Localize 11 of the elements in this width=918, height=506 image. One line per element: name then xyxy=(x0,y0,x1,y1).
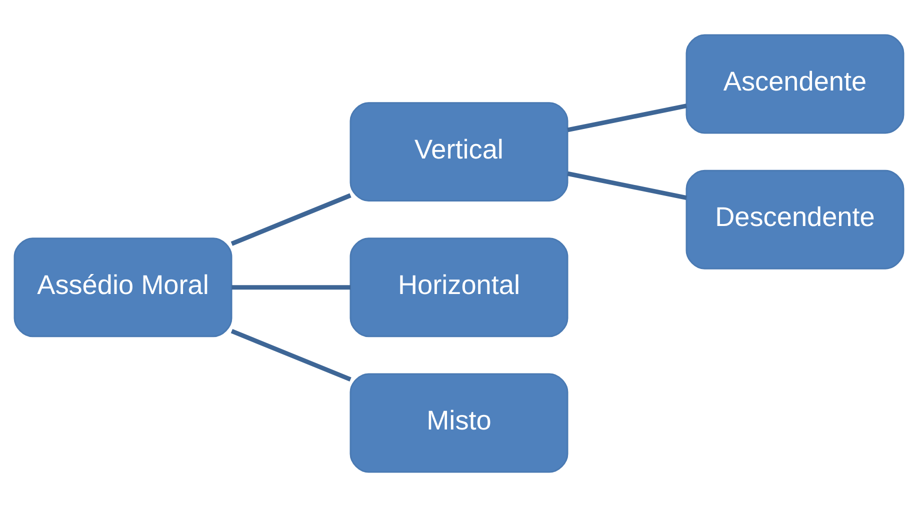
node-box: Horizontal xyxy=(350,237,568,337)
connector xyxy=(230,328,352,382)
node-box: Ascendente xyxy=(686,34,904,134)
connector xyxy=(567,103,687,132)
node-box: Misto xyxy=(350,372,568,472)
node-box: Vertical xyxy=(350,102,568,202)
node-box: Descendente xyxy=(686,169,904,269)
connector xyxy=(232,284,350,290)
node-box: Assédio Moral xyxy=(14,237,232,337)
connector xyxy=(567,170,687,200)
connector xyxy=(230,192,352,246)
